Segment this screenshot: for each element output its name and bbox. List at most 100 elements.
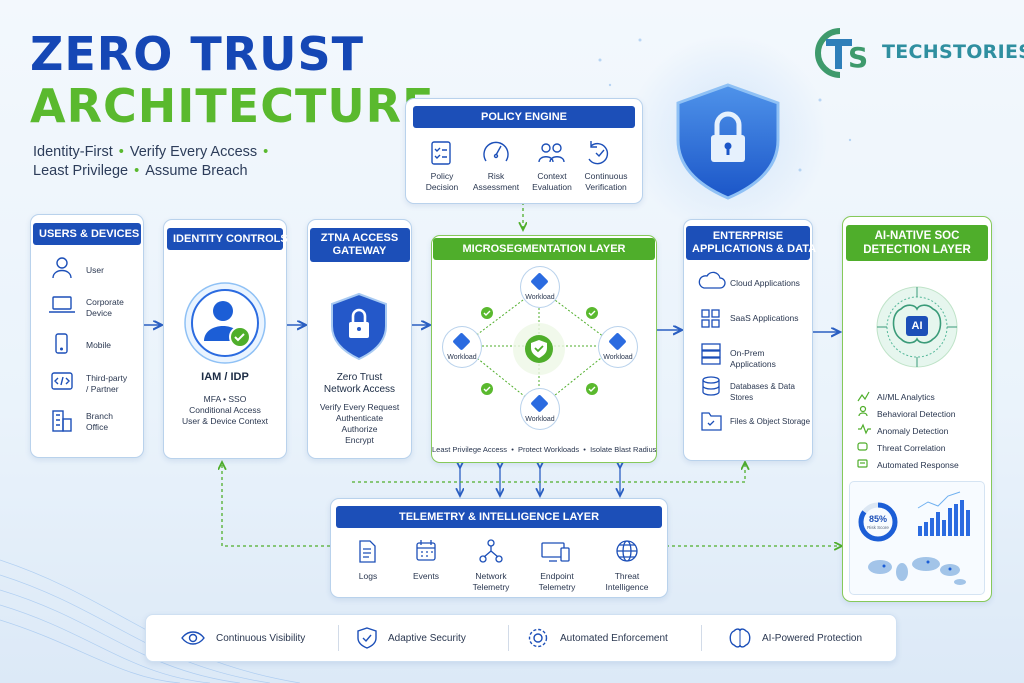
users-devices-title: USERS & DEVICES (33, 223, 141, 245)
link-icon (857, 442, 868, 451)
workload-label: Workload (525, 416, 555, 423)
document-icon (359, 540, 376, 563)
enterprise-item-label: Cloud Applications (730, 278, 800, 288)
cube-icon (530, 272, 549, 291)
cube-icon (530, 394, 549, 413)
check-badges (481, 307, 598, 395)
tagline-item: Assume Breach (145, 163, 248, 179)
enterprise-item-label: On-Prem Applications (730, 348, 776, 369)
grid-icon (701, 309, 720, 328)
divider (508, 625, 509, 651)
world-map-mini (868, 557, 966, 585)
capability-item: Automated Enforcement (526, 615, 668, 661)
person-icon (858, 405, 868, 417)
divider (338, 625, 339, 651)
gear-icon (528, 628, 548, 648)
enterprise-item-label: SaaS Applications (730, 313, 799, 323)
telemetry-title: TELEMETRY & INTELLIGENCE LAYER (336, 506, 662, 528)
brand-logo: S TECHSTORIESS (812, 25, 1024, 81)
chart-icon (857, 391, 870, 402)
network-icon (479, 539, 503, 563)
workload-network (461, 287, 617, 409)
cube-icon (452, 332, 471, 351)
devices-icon (541, 542, 570, 562)
workload-label: Workload (525, 294, 555, 301)
mobile-icon (55, 333, 68, 354)
cube-icon (608, 332, 627, 351)
svg-text:S: S (848, 41, 868, 74)
workload-node: Workload (520, 266, 560, 308)
telemetry-item-label: Events (413, 571, 439, 581)
database-icon (702, 376, 720, 396)
users-icon (538, 143, 565, 163)
brand-name: TECHSTORIESS (882, 41, 1024, 63)
cloud-icon (698, 271, 726, 289)
capabilities-bar: Continuous Visibility Adaptive Security … (145, 614, 897, 662)
tagline-row1: Identity-First•Verify Every Access• (33, 144, 269, 160)
refresh-check-icon (588, 141, 609, 165)
workload-node: Workload (520, 388, 560, 430)
tagline-item: Verify Every Access (129, 144, 258, 160)
partner-label: Third-party/ Partner (86, 373, 128, 394)
divider (701, 625, 702, 651)
soc-item-label: Threat Correlation (877, 443, 946, 453)
network-decoration (598, 38, 852, 172)
iam-idp-label: IAM / IDP (201, 371, 249, 383)
page-title-line2: ARCHITECTURE (30, 79, 435, 133)
bar-chart-mini (918, 500, 970, 536)
workload-node: Workload (598, 326, 638, 368)
wave-decoration (0, 559, 301, 683)
microsegmentation-title: MICROSEGMENTATION LAYER (433, 238, 655, 260)
brain-icon (729, 628, 751, 648)
building-icon (52, 410, 72, 432)
sync-icon (857, 459, 868, 468)
ztna-lines: Verify Every Request Authenticate Author… (319, 402, 400, 445)
workload-node: Workload (442, 326, 482, 368)
policy-engine-title: POLICY ENGINE (413, 106, 635, 128)
telemetry-item-label: Logs (358, 571, 378, 581)
microsegmentation-footer: Least Privilege Access • Protect Workloa… (432, 445, 657, 454)
ai-brain-icon (857, 286, 958, 468)
enterprise-item-label: Files & Object Storage (730, 417, 811, 426)
workload-label: Workload (603, 354, 633, 361)
shield-check-icon (357, 627, 377, 649)
risk-score-label: Risk Score (867, 525, 889, 530)
user-icon (52, 257, 72, 279)
soc-item-label: Automated Response (877, 460, 959, 470)
page-title-line1: ZERO TRUST (30, 27, 364, 81)
ai-label: AI (911, 320, 923, 332)
soc-item-label: Behavioral Detection (877, 409, 956, 419)
policy-engine-icons (431, 141, 609, 165)
tagline-item: Least Privilege (33, 163, 129, 179)
laptop-icon (49, 296, 75, 313)
capability-label: AI-Powered Protection (762, 632, 863, 644)
identity-controls-title: IDENTITY CONTROLS (167, 228, 288, 250)
code-icon (51, 372, 73, 390)
capability-item: Adaptive Security (356, 615, 466, 661)
identity-lines: MFA • SSO Conditional Access User & Devi… (182, 394, 268, 426)
globe-icon (616, 540, 638, 562)
capability-label: Automated Enforcement (560, 632, 668, 644)
tagline-item: Identity-First (33, 144, 113, 160)
soc-dashboard: 85% Risk Score (849, 481, 985, 595)
risk-score-value: 85% (868, 514, 887, 524)
brand-logo-mark: S (815, 28, 868, 78)
tagline-row2: Least Privilege•Assume Breach (33, 163, 248, 179)
telemetry-panel: TELEMETRY & INTELLIGENCE LAYER Logs Even… (330, 498, 668, 598)
soc-item-label: Anomaly Detection (877, 426, 949, 436)
